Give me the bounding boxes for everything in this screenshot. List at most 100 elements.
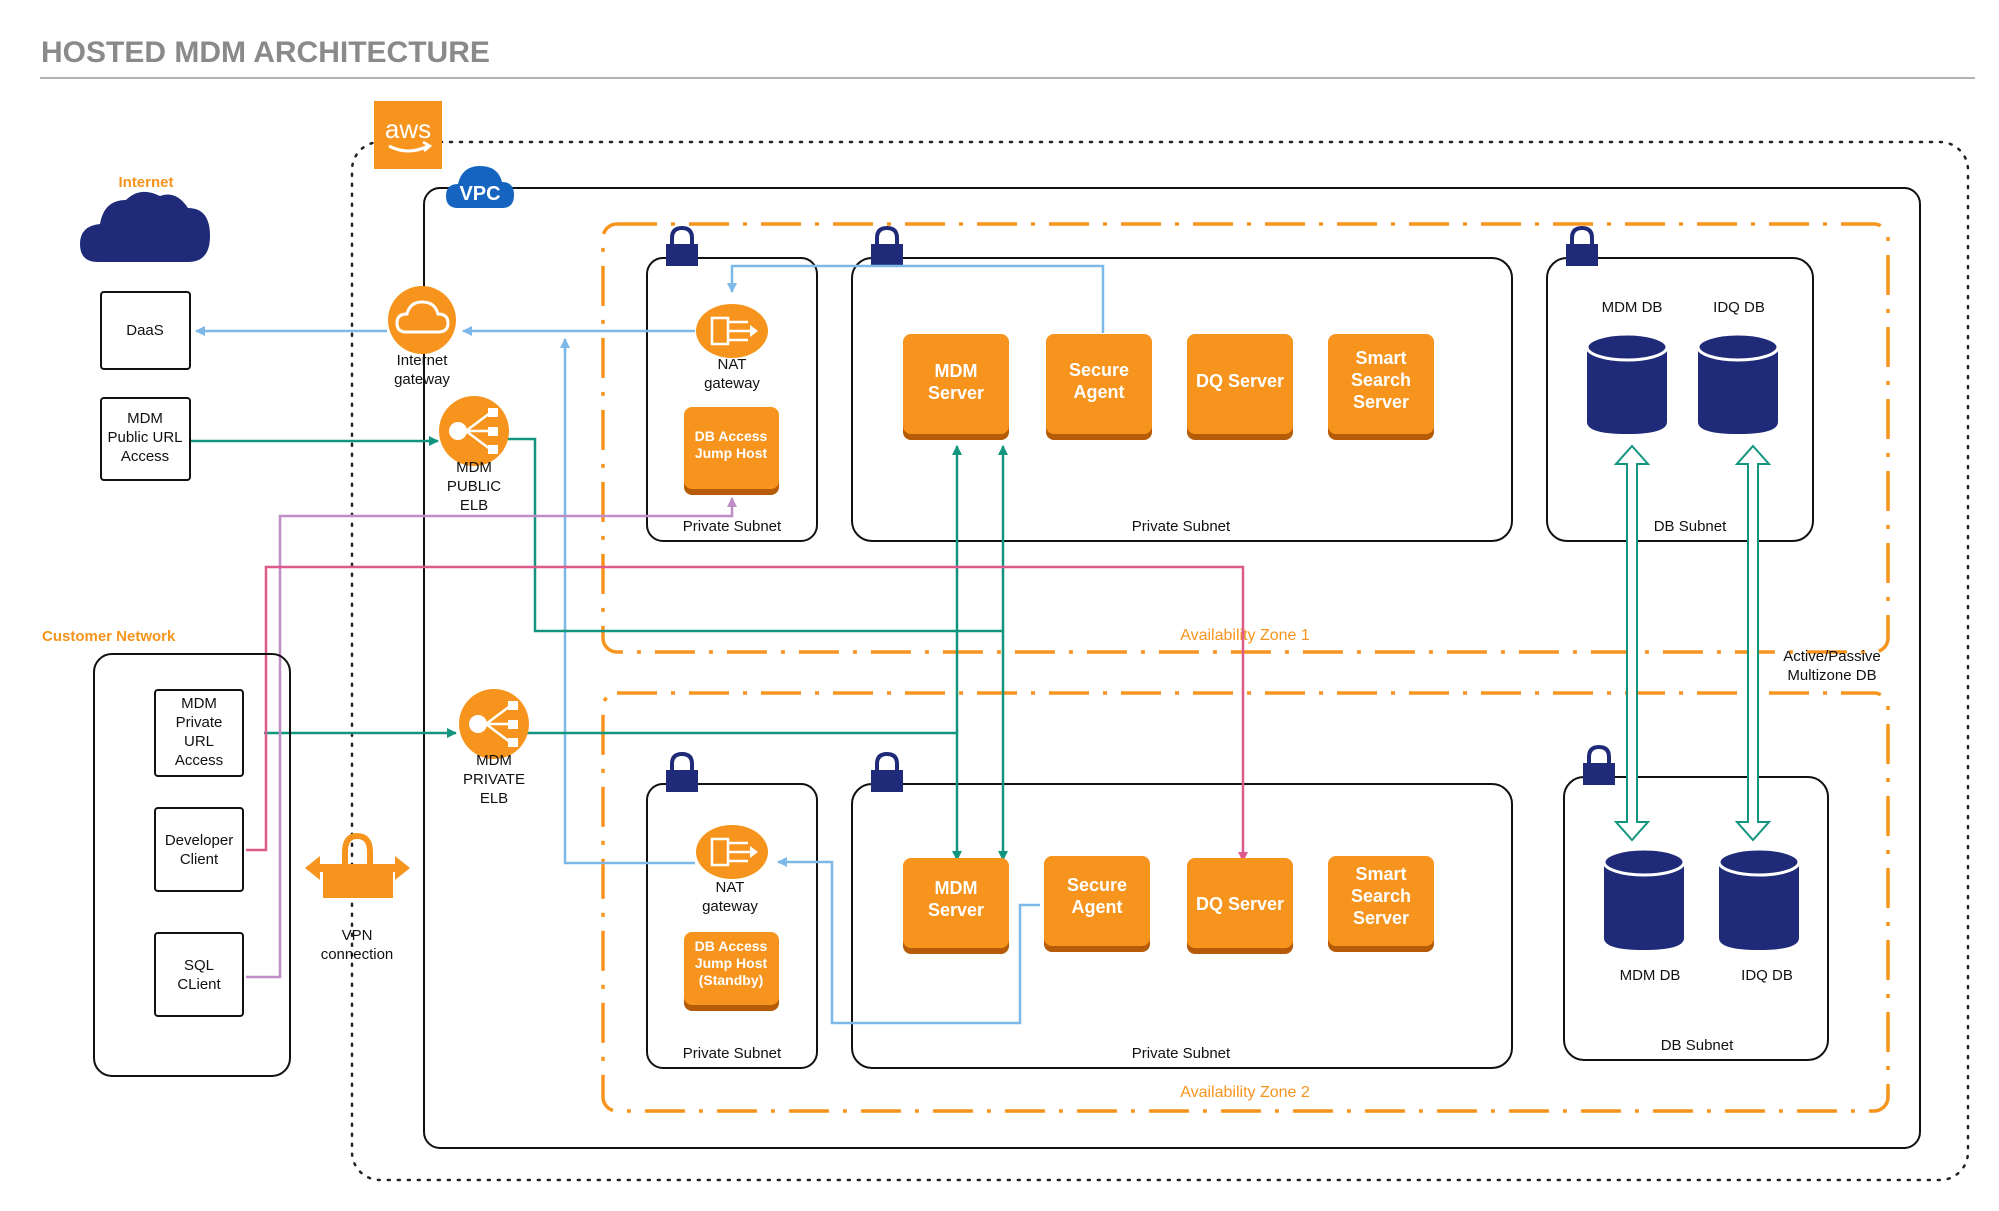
private-elb-label-1: MDM xyxy=(476,752,512,769)
availability-zone-1 xyxy=(601,222,1890,654)
z1-dq-server-node: DQ Server xyxy=(1187,334,1293,440)
lock-icon xyxy=(1566,225,1598,266)
sql-client-node: SQL CLient xyxy=(154,932,244,1017)
z2-jump-host-node: DB Access Jump Host (Standby) xyxy=(684,932,779,1011)
svg-text:(Standby): (Standby) xyxy=(699,972,764,988)
mdm-db-replication-arrow xyxy=(1613,444,1651,842)
internet-gateway-label-1: Internet xyxy=(397,352,449,369)
customer-network-container xyxy=(93,653,291,1077)
svg-text:DB Access: DB Access xyxy=(695,938,768,954)
svg-text:Server: Server xyxy=(928,383,984,403)
svg-text:MDM: MDM xyxy=(935,361,978,381)
z1-idq-db-label: IDQ DB xyxy=(1713,299,1765,316)
z2-db-subnet-label: DB Subnet xyxy=(1661,1037,1734,1054)
z2-nat-label-2: gateway xyxy=(702,898,758,915)
z2-dq-server-node: DQ Server xyxy=(1187,858,1293,954)
z1-private-subnet-large-label: Private Subnet xyxy=(1132,518,1231,535)
developer-client-node: Developer Client xyxy=(154,807,244,892)
svg-text:DQ Server: DQ Server xyxy=(1196,894,1284,914)
public-elb-label-3: ELB xyxy=(460,497,488,514)
svg-text:Secure: Secure xyxy=(1067,875,1127,895)
private-elb-label-3: ELB xyxy=(480,790,508,807)
svg-text:Private: Private xyxy=(176,714,223,731)
svg-text:Developer: Developer xyxy=(165,832,233,849)
z2-smart-search-node: Smart Search Server xyxy=(1328,856,1434,952)
svg-text:Access: Access xyxy=(121,448,169,465)
svg-text:Search: Search xyxy=(1351,886,1411,906)
lock-icon xyxy=(1583,744,1615,785)
private-elb-icon xyxy=(459,689,529,759)
z2-idq-db-label: IDQ DB xyxy=(1741,967,1793,984)
multizone-label-line2: Multizone DB xyxy=(1787,667,1876,684)
z2-private-subnet-small-label: Private Subnet xyxy=(683,1045,782,1062)
sql-client-line xyxy=(246,497,737,979)
private-elb-label-2: PRIVATE xyxy=(463,771,525,788)
z1-private-subnet-small xyxy=(646,257,818,542)
internet-gateway-label-2: gateway xyxy=(394,371,450,388)
svg-text:Search: Search xyxy=(1351,370,1411,390)
public-elb-label-1: MDM xyxy=(456,459,492,476)
z2-private-subnet-small xyxy=(646,783,818,1069)
customer-network-label: Customer Network xyxy=(42,628,176,645)
svg-text:CLient: CLient xyxy=(177,976,221,993)
svg-text:Jump Host: Jump Host xyxy=(695,445,768,461)
z2-mdm-db-label: MDM DB xyxy=(1620,967,1681,984)
availability-zone-2-label: Availability Zone 2 xyxy=(1180,1084,1310,1101)
svg-text:MDM: MDM xyxy=(181,695,217,712)
lock-icon xyxy=(871,225,903,266)
internet-cloud-icon xyxy=(80,191,210,262)
multizone-label-line1: Active/Passive xyxy=(1783,648,1881,665)
svg-text:SQL: SQL xyxy=(184,957,214,974)
internet-gateway-icon xyxy=(388,286,456,354)
svg-text:Client: Client xyxy=(180,851,219,868)
svg-text:Smart: Smart xyxy=(1355,348,1406,368)
availability-zone-2 xyxy=(601,691,1890,1113)
aws-cloud-boundary xyxy=(350,140,1970,1182)
vpn-label-1: VPN xyxy=(342,927,373,944)
daas-node: DaaS xyxy=(100,291,191,370)
svg-text:Jump Host: Jump Host xyxy=(695,955,768,971)
mdm-public-url-node: MDM Public URL Access xyxy=(100,397,191,481)
svg-text:MDM: MDM xyxy=(935,878,978,898)
z1-smart-search-node: Smart Search Server xyxy=(1328,334,1434,440)
lock-icon xyxy=(871,751,903,792)
z2-nat-label-1: NAT xyxy=(716,879,745,896)
z1-jump-host-node: DB Access Jump Host xyxy=(684,407,779,495)
svg-text:Agent: Agent xyxy=(1072,897,1123,917)
z1-private-subnet-large xyxy=(851,257,1513,542)
svg-text:Server: Server xyxy=(1353,908,1409,928)
z1-nat-label-2: gateway xyxy=(704,375,760,392)
page-title: HOSTED MDM ARCHITECTURE xyxy=(41,36,490,69)
internet-label: Internet xyxy=(118,174,173,191)
lock-icon xyxy=(666,751,698,792)
svg-text:Server: Server xyxy=(928,900,984,920)
svg-text:Server: Server xyxy=(1353,392,1409,412)
z1-secure-agent-node: Secure Agent xyxy=(1046,334,1152,440)
z1-mdm-db-icon xyxy=(1585,332,1669,434)
z2-private-subnet-large-label: Private Subnet xyxy=(1132,1045,1231,1062)
z2-db-subnet xyxy=(1563,776,1829,1061)
z2-private-subnet-large xyxy=(851,783,1513,1069)
svg-text:MDM: MDM xyxy=(127,410,163,427)
z1-private-subnet-small-label: Private Subnet xyxy=(683,518,782,535)
vpn-connection-icon xyxy=(305,832,410,898)
vpc-container xyxy=(423,187,1921,1149)
z2-mdm-db-icon xyxy=(1602,847,1686,950)
availability-zone-1-label: Availability Zone 1 xyxy=(1180,627,1310,644)
public-elb-icon xyxy=(439,396,509,466)
svg-text:DQ Server: DQ Server xyxy=(1196,371,1284,391)
z1-idq-db-icon xyxy=(1696,332,1780,434)
svg-text:Agent: Agent xyxy=(1074,382,1125,402)
aws-logo-icon: aws xyxy=(374,101,442,169)
svg-text:Public URL: Public URL xyxy=(107,429,182,446)
mdm-private-url-node: MDM Private URL Access xyxy=(154,689,244,777)
public-elb-label-2: PUBLIC xyxy=(447,478,501,495)
elb-traffic-lines xyxy=(190,436,1008,861)
idq-db-replication-arrow xyxy=(1734,444,1772,842)
svg-text:Secure: Secure xyxy=(1069,360,1129,380)
z2-idq-db-icon xyxy=(1717,847,1801,950)
svg-text:DaaS: DaaS xyxy=(126,322,164,339)
svg-text:URL: URL xyxy=(184,733,214,750)
svg-text:Smart: Smart xyxy=(1355,864,1406,884)
